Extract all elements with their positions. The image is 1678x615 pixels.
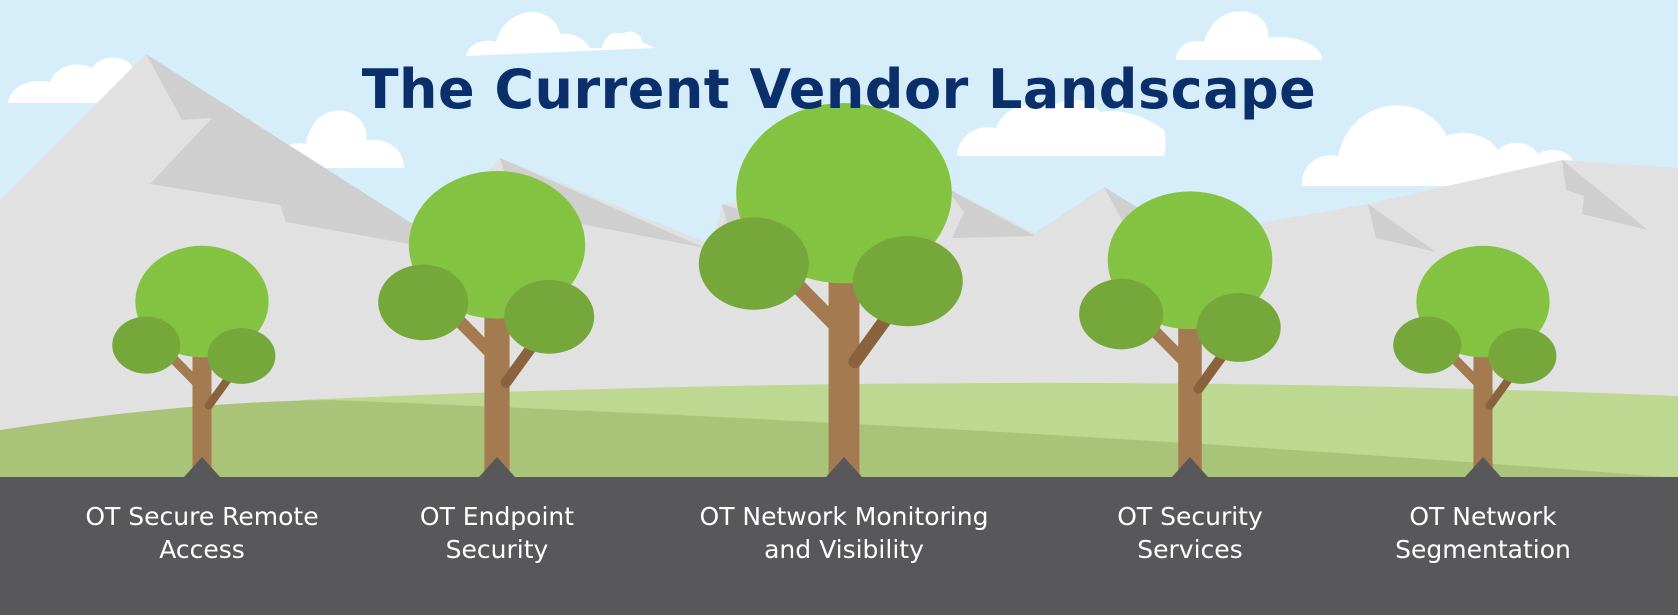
tree-canopy-right [1488, 328, 1557, 384]
tree-canopy-right [852, 236, 963, 327]
tree-canopy-left [112, 316, 181, 374]
tree-marker [184, 457, 220, 477]
category-label-line: OT Endpoint [419, 502, 575, 531]
tree-trunk [1178, 283, 1202, 477]
tree-marker [479, 457, 515, 477]
category-label-line: Services [1137, 535, 1243, 564]
category-label-line: Security [445, 535, 549, 564]
tree-canopy-left [698, 217, 809, 310]
tree-marker [1172, 457, 1208, 477]
category-label-line: OT Security [1117, 502, 1263, 531]
category-label-line: and Visibility [764, 535, 924, 564]
tree-1 [112, 245, 276, 477]
category-label-line: OT Network Monitoring [699, 502, 989, 531]
tree-marker [1465, 457, 1501, 477]
category-label-line: OT Network [1409, 502, 1557, 531]
tree-5 [1393, 245, 1557, 477]
cloud-icon [1176, 11, 1322, 61]
tree-4 [1079, 191, 1281, 477]
tree-3 [698, 103, 963, 477]
category-label-line: OT Secure Remote [85, 502, 319, 531]
ground-band [0, 477, 1678, 615]
tree-trunk [192, 320, 212, 477]
trees [112, 103, 1557, 477]
tree-canopy-left [378, 264, 469, 341]
page-title: The Current Vendor Landscape [361, 58, 1317, 121]
tree-2 [378, 171, 595, 477]
tree-canopy-right [207, 328, 276, 384]
tree-canopy-left [1079, 278, 1164, 350]
cloud-icon [466, 12, 655, 56]
category-label-3: OT Network Monitoring and Visibility [694, 500, 994, 566]
tree-marker [826, 457, 862, 477]
cloud-icon [272, 110, 404, 168]
tree-canopy-left [1393, 316, 1462, 374]
tree-canopy-right [504, 279, 595, 354]
cloud-icon [957, 100, 1166, 156]
category-label-line: Segmentation [1395, 535, 1571, 564]
tree-canopy-right [1196, 293, 1281, 362]
tree-trunk [1473, 320, 1493, 477]
clouds [8, 11, 1636, 186]
category-label-line: Access [159, 535, 245, 564]
tree-markers [184, 457, 1501, 477]
